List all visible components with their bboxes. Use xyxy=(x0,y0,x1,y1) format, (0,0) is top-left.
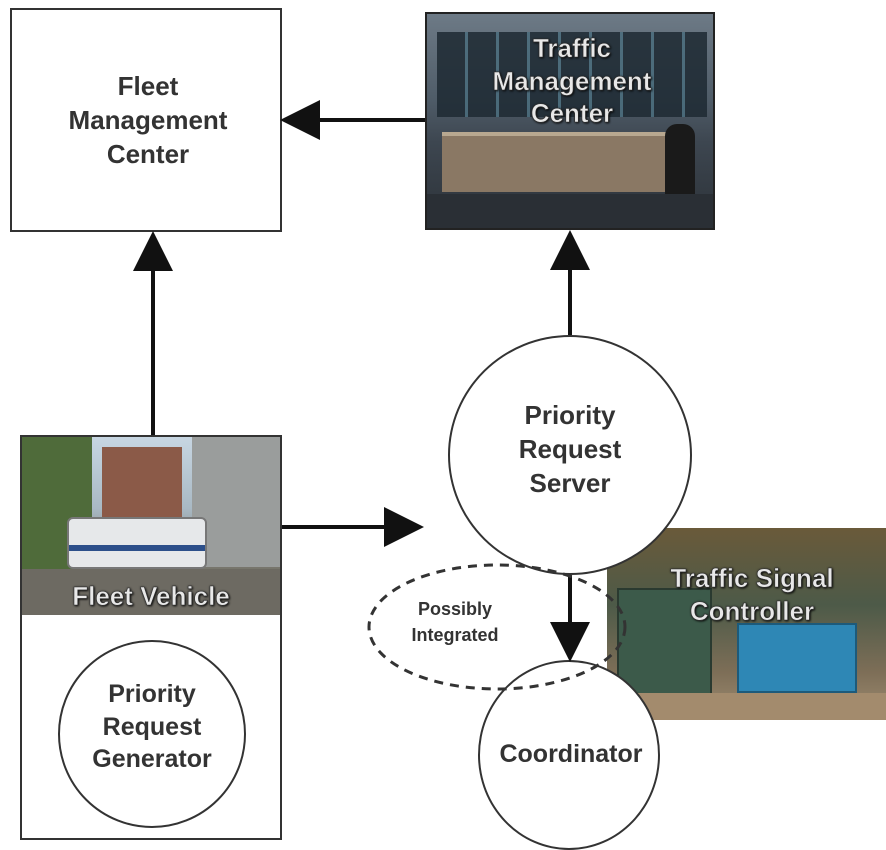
fleet-management-center-label: Fleet Management Center xyxy=(68,71,228,169)
traffic-signal-controller-label: Traffic Signal Controller xyxy=(670,563,834,626)
fleet-vehicle-photo: Fleet Vehicle xyxy=(22,437,280,615)
fleet-vehicle-panel: Fleet Vehicle xyxy=(20,435,282,840)
console-desk xyxy=(442,132,667,192)
priority-request-generator-label: Priority Request Generator xyxy=(92,680,212,773)
controller-unit xyxy=(737,623,857,693)
shelf xyxy=(607,693,886,720)
priority-request-server-label: Priority Request Server xyxy=(518,400,622,498)
priority-request-generator-circle: Priority Request Generator xyxy=(58,640,246,828)
traffic-signal-controller-photo: Traffic Signal Controller xyxy=(607,528,886,720)
traffic-management-center-label: Traffic Management Center xyxy=(492,33,652,129)
traffic-management-center-photo: Traffic Management Center xyxy=(425,12,715,230)
train-stripe xyxy=(69,545,205,551)
coordinator-circle: Coordinator xyxy=(478,660,660,850)
floor-area xyxy=(427,194,713,228)
fleet-management-center-box: Fleet Management Center xyxy=(10,8,282,232)
street xyxy=(22,569,280,615)
light-rail-train xyxy=(67,517,207,569)
possibly-integrated-label: Possibly Integrated xyxy=(411,599,499,646)
possibly-integrated-ellipse xyxy=(367,563,627,691)
monitor-wall xyxy=(437,32,707,117)
priority-request-server-circle: Priority Request Server xyxy=(448,335,692,575)
coordinator-label: Coordinator xyxy=(499,740,643,768)
fleet-vehicle-label: Fleet Vehicle xyxy=(72,581,230,612)
